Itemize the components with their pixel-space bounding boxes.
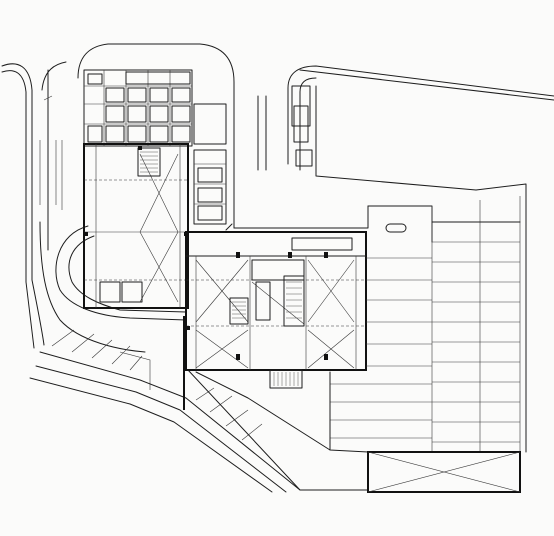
south-parking-structure — [367, 451, 521, 493]
left-road-curves — [1, 43, 267, 349]
diagonal-landscape-strips — [29, 329, 301, 493]
connector-cells — [193, 103, 227, 225]
road-edges-middle — [225, 205, 407, 233]
curved-drive — [39, 221, 187, 390]
west-wing — [83, 143, 189, 309]
northeast-lot — [287, 65, 554, 453]
grid-block-north — [83, 69, 193, 147]
parking-area — [329, 196, 521, 452]
central-building — [185, 231, 367, 389]
site-boundary-diagonal — [183, 316, 369, 491]
